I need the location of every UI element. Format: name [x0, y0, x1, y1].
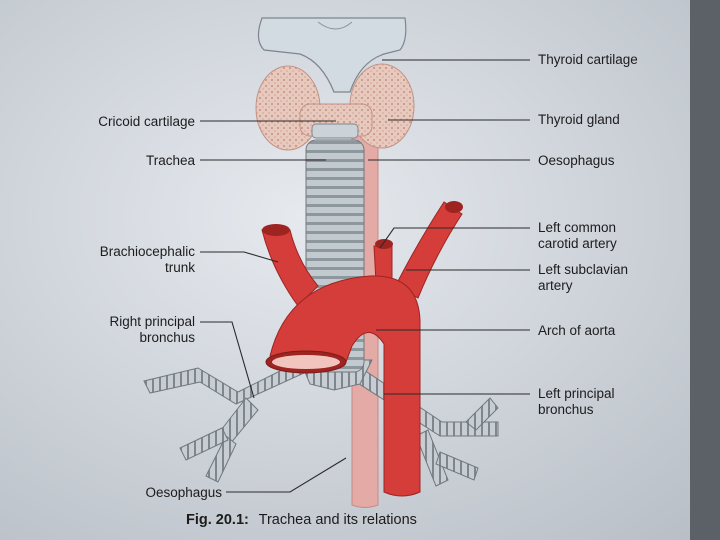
leader-oesophagus-lower: [226, 457, 347, 493]
label-left-principal-line1: Left principal: [538, 386, 615, 401]
brachiocephalic-opening: [262, 224, 290, 236]
thyroid-cartilage-notch: [317, 21, 353, 30]
label-left-subclavian-line2: artery: [538, 278, 573, 293]
label-left-principal-line2: bronchus: [538, 402, 594, 417]
label-thyroid-cartilage: Thyroid cartilage: [538, 52, 638, 67]
label-oesophagus-upper: Oesophagus: [538, 153, 615, 168]
bronchial-tree: [143, 355, 499, 487]
leader-right-principal-bronchus: [200, 321, 255, 399]
leader-brachiocephalic-trunk: [200, 251, 279, 263]
thyroid-cartilage: [257, 17, 407, 93]
figure-caption: Fig. 20.1: Trachea and its relations: [186, 512, 417, 528]
label-arch-of-aorta: Arch of aorta: [538, 323, 616, 338]
left-upper-branch: [465, 397, 499, 431]
label-brachiocephalic-line2: trunk: [165, 260, 195, 275]
label-thyroid-gland: Thyroid gland: [538, 112, 620, 127]
label-cricoid-cartilage: Cricoid cartilage: [98, 114, 195, 129]
page-edge-shadow: [690, 0, 720, 540]
left-subclavian-artery: [395, 201, 463, 299]
left-subclavian-opening: [445, 201, 463, 213]
right-lower-branch: [205, 435, 237, 483]
label-brachiocephalic-line1: Brachiocephalic: [100, 244, 196, 259]
leader-lines: [200, 59, 530, 493]
label-oesophagus-lower: Oesophagus: [145, 485, 222, 500]
ascending-aorta-lumen: [272, 355, 340, 369]
left-common-carotid-opening: [375, 239, 393, 249]
label-trachea: Trachea: [146, 153, 196, 168]
label-left-common-carotid-line2: carotid artery: [538, 236, 617, 251]
arteries: [261, 201, 463, 497]
figure-number: Fig. 20.1:: [186, 512, 249, 528]
label-left-subclavian-line1: Left subclavian: [538, 262, 628, 277]
cricoid-cartilage: [311, 123, 359, 139]
label-right-principal-line2: bronchus: [139, 330, 195, 345]
leader-left-common-carotid: [379, 227, 530, 249]
left-lower-branch: [435, 451, 479, 481]
label-right-principal-line1: Right principal: [109, 314, 195, 329]
label-left-common-carotid-line1: Left common: [538, 220, 616, 235]
figure-title: Trachea and its relations: [259, 512, 417, 528]
right-lateral-branch: [179, 427, 229, 461]
